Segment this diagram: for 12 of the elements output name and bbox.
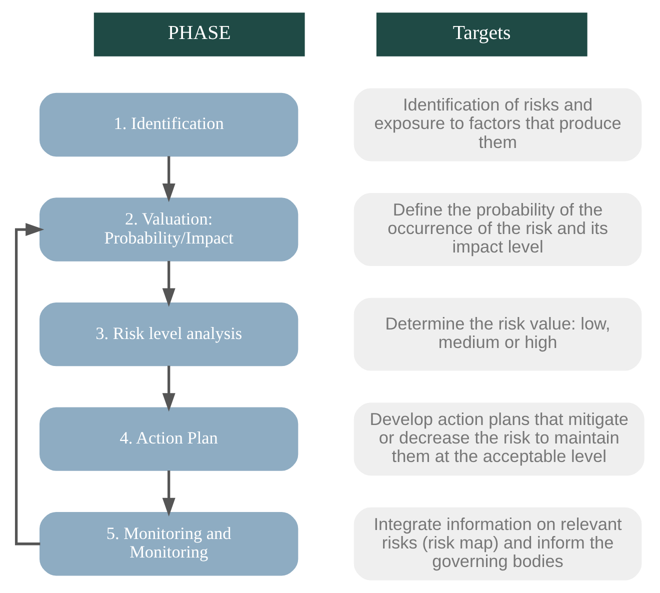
node-box: 3. Risk level analysis — [40, 302, 298, 366]
node-box: 4. Action Plan — [40, 407, 298, 471]
node-box: PHASE — [94, 12, 305, 56]
arrow — [14, 223, 44, 546]
node-box: 2. Valuation: Probability/Impact — [40, 198, 298, 262]
arrow — [162, 260, 176, 307]
arrow — [162, 470, 176, 516]
arrow — [162, 366, 176, 412]
node-box: Targets — [376, 12, 588, 56]
arrow — [162, 156, 176, 202]
node-box: 5. Monitoring and Monitoring — [40, 512, 298, 576]
node-box: 1. Identification — [40, 92, 298, 157]
